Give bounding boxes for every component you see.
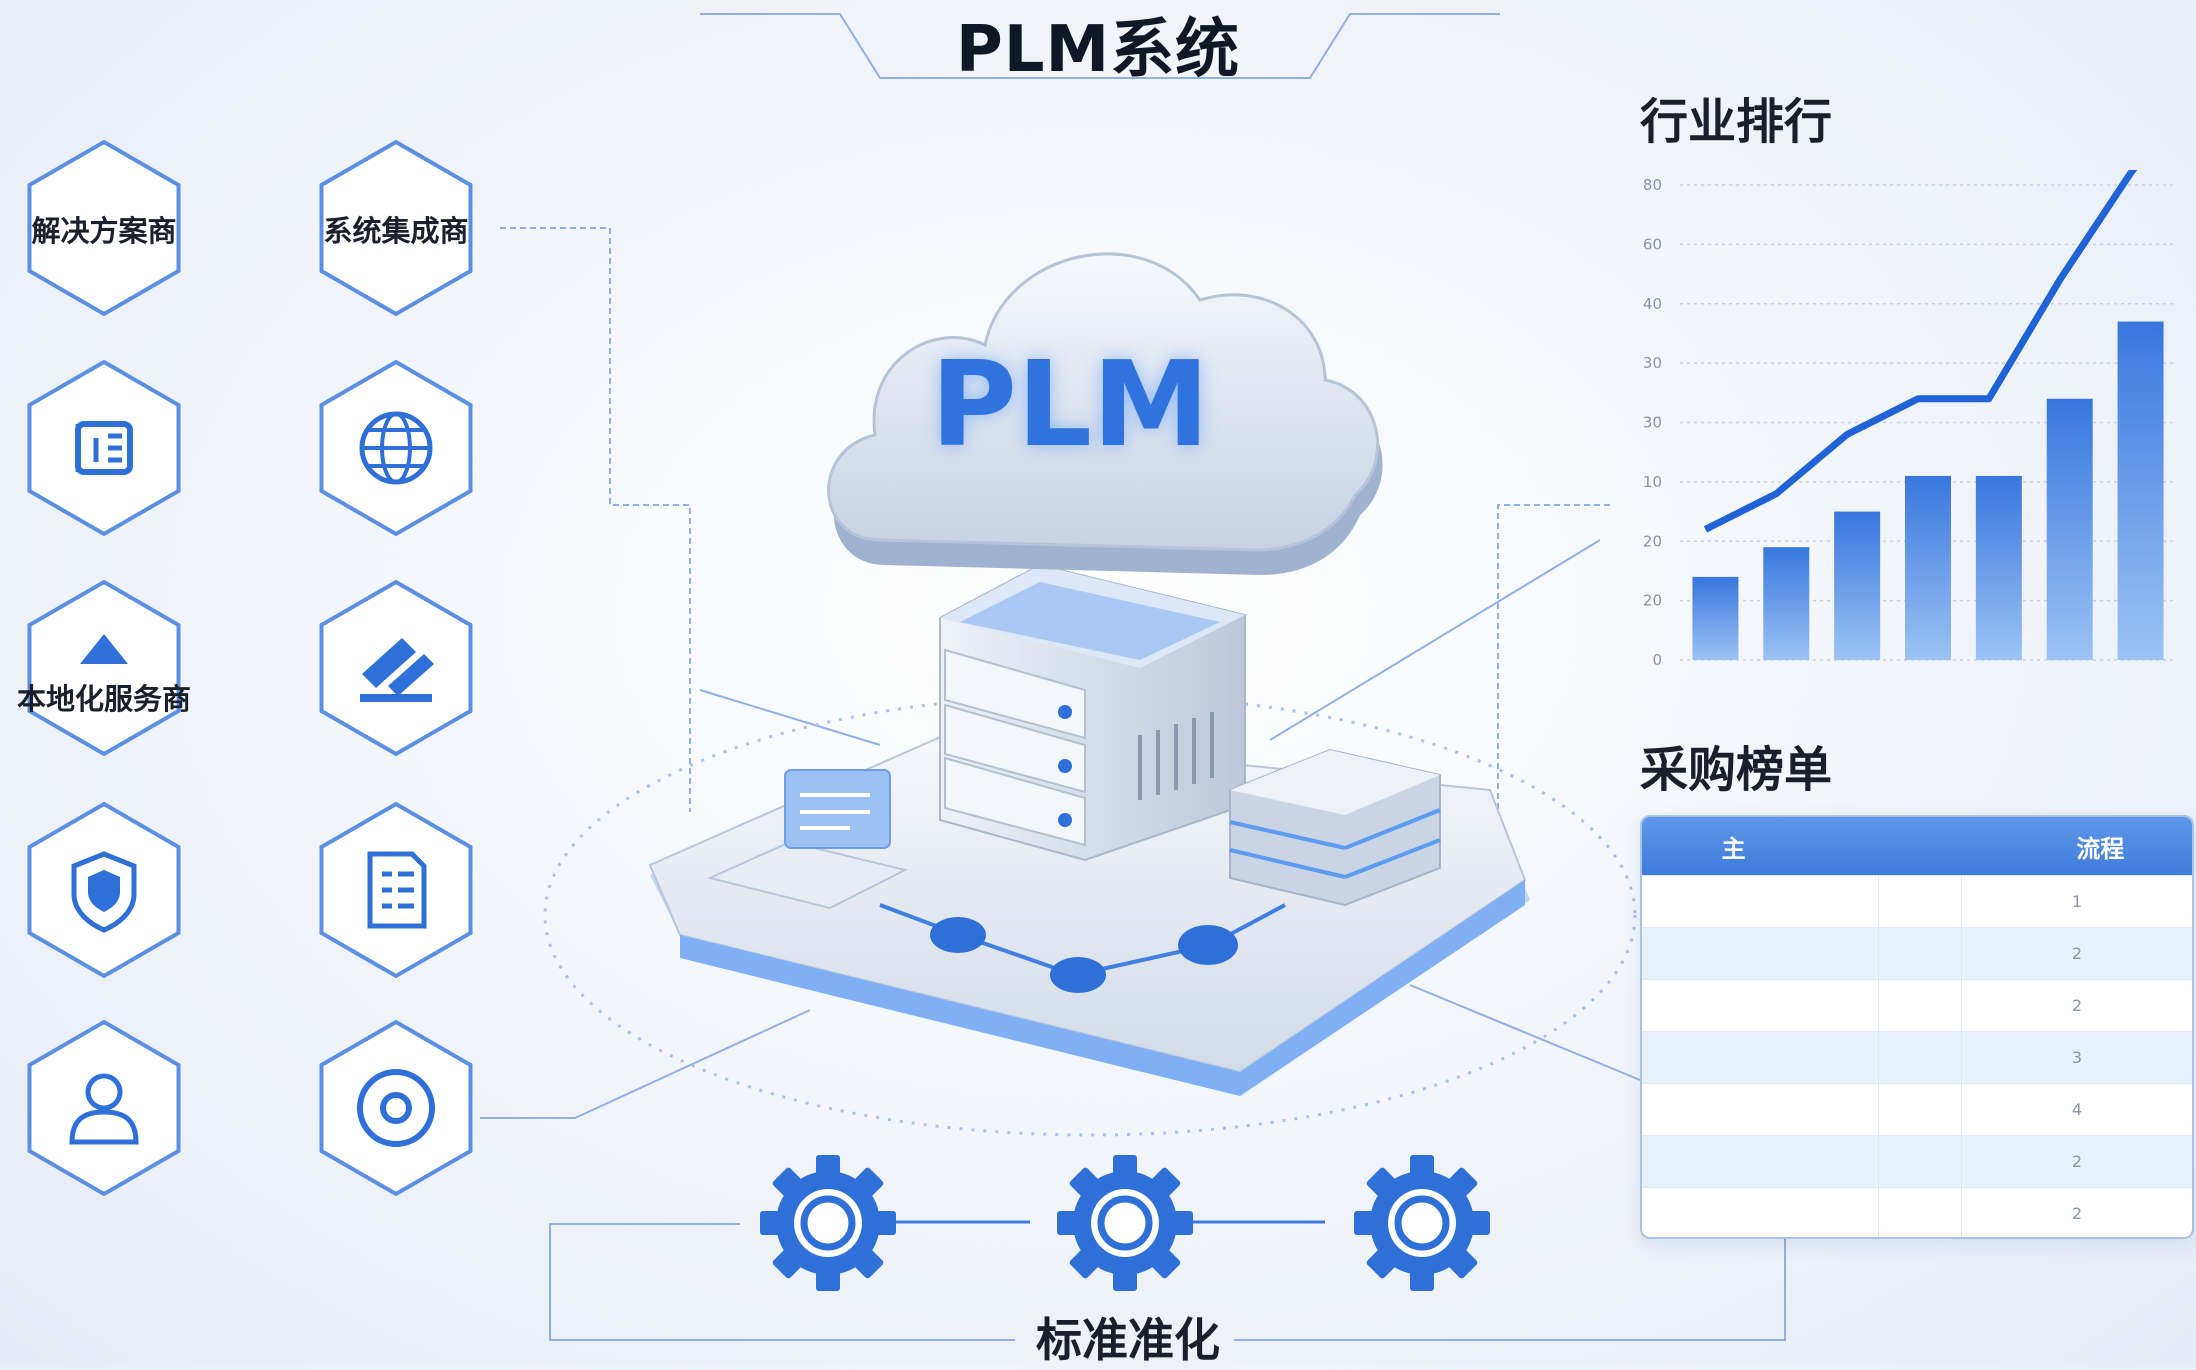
table-header-cell[interactable]: 主​ <box>1721 834 1746 863</box>
hexagon-tile[interactable] <box>308 576 484 760</box>
workstation <box>706 769 908 910</box>
table-cell <box>1879 1032 1962 1083</box>
table-row[interactable]: 2 <box>1642 1187 2192 1237</box>
table-header-cell[interactable]: ​ <box>1825 817 2008 875</box>
y-tick-label: 10 <box>1643 473 1662 491</box>
y-tick-label: 80 <box>1643 176 1662 194</box>
table-cell <box>1642 980 1879 1031</box>
gear-icon <box>760 1155 896 1291</box>
chart-bar <box>1834 511 1881 660</box>
table-row[interactable]: 2 <box>1642 1135 2192 1187</box>
list-document-icon <box>367 851 427 929</box>
table-cell <box>1879 1084 1962 1135</box>
plm-cloud <box>827 252 1383 575</box>
table-body: 1 2 2 3 4 2 2 <box>1642 875 2192 1237</box>
table-cell <box>1879 928 1962 979</box>
table-cell <box>1642 928 1879 979</box>
storage-stack <box>1229 748 1441 907</box>
y-tick-label: 20 <box>1643 592 1662 610</box>
hexagon-tile[interactable] <box>308 1016 484 1200</box>
gear-row <box>760 1155 1490 1291</box>
table-cell <box>1879 980 1962 1031</box>
triangle-icon <box>80 634 128 664</box>
chart-bar <box>1975 475 2022 660</box>
hexagon-label: 系统集成商 <box>323 214 469 248</box>
shield-icon <box>71 851 137 933</box>
gear-icon <box>1354 1155 1490 1291</box>
table-cell <box>1879 876 1962 927</box>
purchase-title: 采购榜单 <box>1640 742 1833 798</box>
hexagon-label: 解决方案商 <box>31 214 177 248</box>
hexagon-tile[interactable]: 解决方案商 <box>16 136 192 320</box>
network-nodes <box>879 903 1286 993</box>
purchase-table: 主​ ​ 流程 1 2 2 3 4 2 2 <box>1640 815 2194 1239</box>
table-row[interactable]: 2 <box>1642 927 2192 979</box>
table-cell: 4 <box>2071 1100 2083 1119</box>
y-tick-label: 40 <box>1643 295 1662 313</box>
hexagon-tile[interactable] <box>308 798 484 982</box>
globe-icon <box>359 411 433 485</box>
plm-illustration <box>648 252 1530 1096</box>
table-cell: 2 <box>2071 996 2083 1015</box>
edit-pencil-icon <box>360 638 434 702</box>
table-cell: 1 <box>2071 892 2083 911</box>
table-cell: 3 <box>2071 1048 2083 1067</box>
hexagon-tile[interactable] <box>16 798 192 982</box>
table-cell: 2 <box>2071 944 2083 963</box>
standardization-label: 标准准化 <box>1022 1304 1234 1370</box>
y-tick-label: 30 <box>1643 354 1662 372</box>
table-cell: 2 <box>2071 1204 2083 1223</box>
ranking-chart: 0 20 20 10 30 30 40 60 80 <box>1643 170 2176 669</box>
trend-line <box>1703 171 2134 533</box>
hexagon-grid: 解决方案商 系统集成商本地化服务商 <box>0 0 520 1364</box>
hexagon-tile[interactable] <box>16 1016 192 1200</box>
hexagon-tile[interactable]: 本地化服务商 <box>16 576 192 760</box>
y-tick-label: 30 <box>1643 414 1662 432</box>
chart-bar <box>1692 576 1739 660</box>
document-box-icon <box>75 421 133 475</box>
hexagon-tile[interactable] <box>308 356 484 540</box>
table-cell: 2 <box>2071 1152 2083 1171</box>
chart-bar <box>2117 321 2164 660</box>
page-title: PLM系统 <box>955 13 1241 87</box>
chart-bar <box>1763 547 1810 660</box>
table-cell <box>1642 1188 1879 1237</box>
table-header: 主​ ​ 流程 <box>1642 817 2192 875</box>
hexagon-label: 本地化服务商 <box>16 682 191 716</box>
ranking-title: 行业排行 <box>1640 94 1833 150</box>
y-tick-label: 20 <box>1643 532 1662 550</box>
target-icon <box>357 1069 435 1147</box>
table-row[interactable]: 1 <box>1642 875 2192 927</box>
server-rack <box>939 563 1246 862</box>
table-cell <box>1642 1084 1879 1135</box>
chart-bar <box>2046 398 2093 660</box>
y-tick-label: 60 <box>1643 235 1662 253</box>
user-icon <box>69 1073 139 1145</box>
table-cell <box>1879 1188 1962 1237</box>
gear-icon <box>1057 1155 1193 1291</box>
table-cell <box>1879 1136 1962 1187</box>
table-header-cell[interactable]: 流程 <box>2076 834 2125 863</box>
cloud-label: PLM <box>930 335 1210 473</box>
table-row[interactable]: 4 <box>1642 1083 2192 1135</box>
y-tick-label: 0 <box>1652 651 1662 669</box>
hexagon-tile[interactable] <box>16 356 192 540</box>
trend-line-segment <box>2127 170 2138 176</box>
table-cell <box>1642 1032 1879 1083</box>
table-row[interactable]: 2 <box>1642 979 2192 1031</box>
table-row[interactable]: 3 <box>1642 1031 2192 1083</box>
chart-bar <box>1905 475 1951 660</box>
table-cell <box>1642 1136 1879 1187</box>
table-cell <box>1642 876 1879 927</box>
hexagon-tile[interactable]: 系统集成商 <box>308 136 484 320</box>
